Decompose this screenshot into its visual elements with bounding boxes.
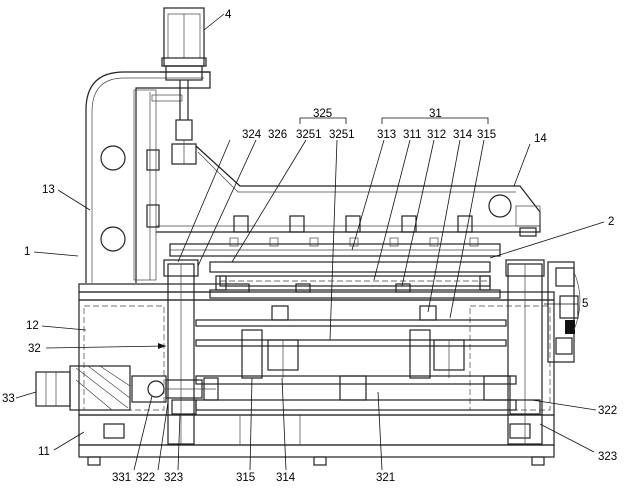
label-313: 313 <box>377 129 396 141</box>
lifting-unit <box>195 305 517 411</box>
label-3251-b: 3251 <box>329 129 355 141</box>
callout-leaders <box>15 13 605 471</box>
label-312: 312 <box>427 129 446 141</box>
label-322-right: 322 <box>598 405 617 417</box>
label-323-bottom: 323 <box>164 472 183 484</box>
label-324: 324 <box>242 129 262 141</box>
frame-upright <box>85 71 211 283</box>
label-315-bottom: 315 <box>236 472 255 484</box>
label-323-right: 323 <box>598 451 617 463</box>
label-3251-a: 3251 <box>296 129 322 141</box>
label-14: 14 <box>534 133 547 145</box>
label-325: 325 <box>313 108 332 120</box>
label-311: 311 <box>403 129 421 141</box>
label-4: 4 <box>225 9 232 21</box>
label-31: 31 <box>429 108 442 120</box>
label-331: 331 <box>112 472 131 484</box>
label-326: 326 <box>268 129 287 141</box>
label-13: 13 <box>42 184 55 196</box>
side-clamp <box>547 261 581 363</box>
label-314-bottom: 314 <box>276 472 296 484</box>
drive-motor <box>35 365 219 411</box>
fixture-assembly <box>169 237 501 299</box>
callout-labels: 4 325 31 324 326 3251 3251 313 311 312 3… <box>2 9 617 484</box>
upper-beam <box>156 145 541 237</box>
press-cylinder <box>160 7 210 165</box>
label-1: 1 <box>24 246 30 258</box>
machine-base <box>78 283 555 466</box>
label-11: 11 <box>38 446 50 458</box>
label-321: 321 <box>376 472 395 484</box>
label-32: 32 <box>28 343 41 355</box>
label-314-top: 314 <box>453 129 473 141</box>
label-33: 33 <box>2 393 15 405</box>
support-columns <box>163 259 545 445</box>
label-315-top: 315 <box>477 129 496 141</box>
label-322-bottom: 322 <box>136 472 155 484</box>
label-5: 5 <box>582 298 588 310</box>
label-12: 12 <box>26 320 39 332</box>
label-2: 2 <box>608 216 614 228</box>
